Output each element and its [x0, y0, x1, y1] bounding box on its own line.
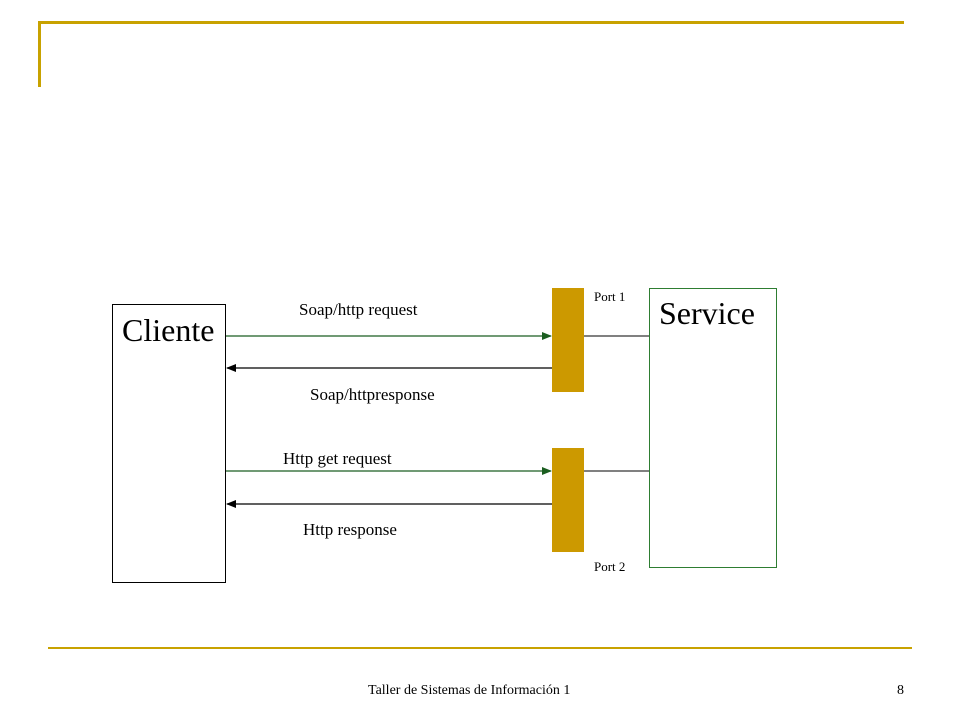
port-2-label: Port 2 [594, 559, 626, 574]
http-get-label: Http get request [283, 449, 392, 468]
port-1-block [552, 288, 584, 392]
footer-title: Taller de Sistemas de Información 1 [368, 683, 571, 698]
bottom-rule [48, 647, 912, 649]
page-number: 8 [897, 683, 904, 698]
soap-response-label: Soap/httpresponse [310, 385, 435, 404]
left-rule [38, 21, 41, 87]
client-label: Cliente [122, 312, 215, 348]
http-response-label: Http response [303, 520, 397, 539]
port-1-label: Port 1 [594, 289, 626, 304]
port-2-block [552, 448, 584, 552]
service-box [649, 288, 777, 568]
service-label: Service [659, 295, 755, 331]
client-box [112, 304, 226, 583]
soap-request-label: Soap/http request [299, 300, 418, 319]
top-rule [40, 21, 904, 24]
